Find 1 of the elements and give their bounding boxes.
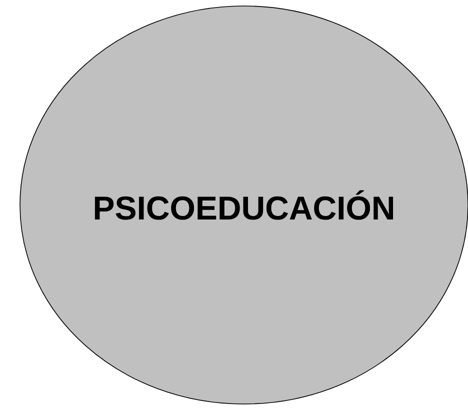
ellipse-node: PSICOEDUCACIÓN [20,6,468,404]
